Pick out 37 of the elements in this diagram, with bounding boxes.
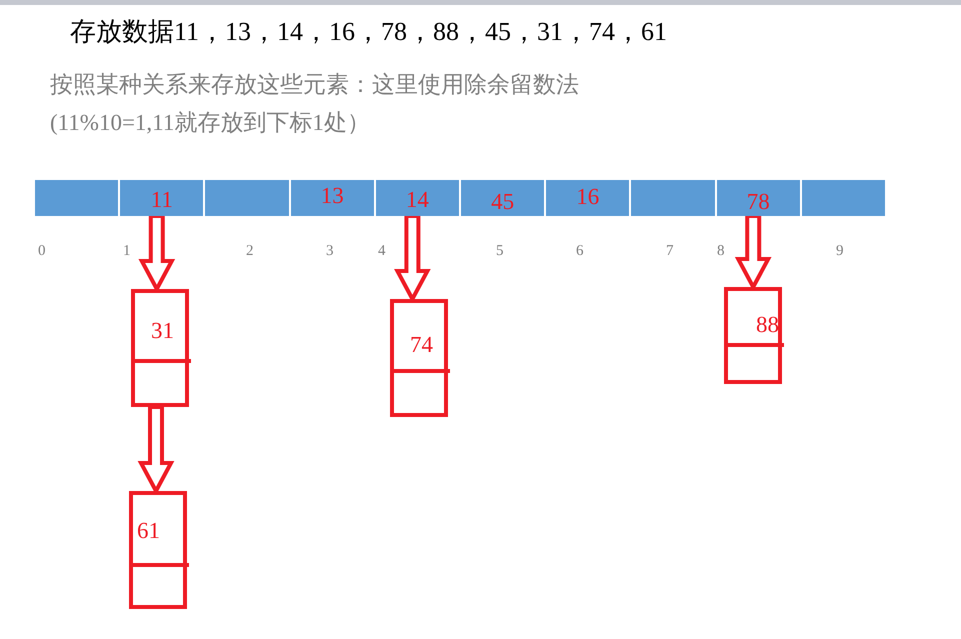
list-node-box xyxy=(390,299,448,417)
node-value: 31 xyxy=(151,319,174,342)
array-cell xyxy=(629,180,715,216)
node-value: 88 xyxy=(756,313,779,336)
list-node-box xyxy=(131,289,189,407)
cell-value: 14 xyxy=(404,188,430,211)
node-value: 74 xyxy=(410,333,433,356)
array-cell xyxy=(203,180,289,216)
index-number: 0 xyxy=(38,242,46,261)
example-text: (11%10=1,11就存放到下标1处） xyxy=(50,109,370,137)
cell-value: 45 xyxy=(490,190,516,213)
description-text: 按照某种关系来存放这些元素：这里使用除余留数法 xyxy=(50,71,579,99)
array-cell xyxy=(544,180,630,216)
list-node-box xyxy=(129,491,187,609)
array-cell xyxy=(374,180,459,216)
array-cell xyxy=(118,180,204,216)
array-cell xyxy=(33,180,118,216)
index-number: 2 xyxy=(246,242,254,261)
index-number: 7 xyxy=(666,242,674,261)
index-number: 8 xyxy=(717,242,724,261)
cell-value: 16 xyxy=(575,185,600,208)
array-cell xyxy=(288,180,374,216)
title: 存放数据11，13，14，16，78，88，45，31，74，61 xyxy=(70,16,668,48)
index-number: 3 xyxy=(326,242,334,261)
index-number: 4 xyxy=(378,242,386,261)
node-value: 61 xyxy=(137,519,160,542)
list-node-box xyxy=(724,287,782,384)
array-cell xyxy=(459,180,544,216)
index-number: 1 xyxy=(123,242,130,261)
array-cell xyxy=(714,180,800,216)
index-number: 6 xyxy=(576,242,584,261)
index-number: 5 xyxy=(496,242,504,261)
array-cell xyxy=(800,180,885,216)
cell-value: 11 xyxy=(150,188,174,211)
index-number: 9 xyxy=(836,242,844,261)
cell-value: 78 xyxy=(746,190,771,213)
cell-value: 13 xyxy=(320,184,345,207)
